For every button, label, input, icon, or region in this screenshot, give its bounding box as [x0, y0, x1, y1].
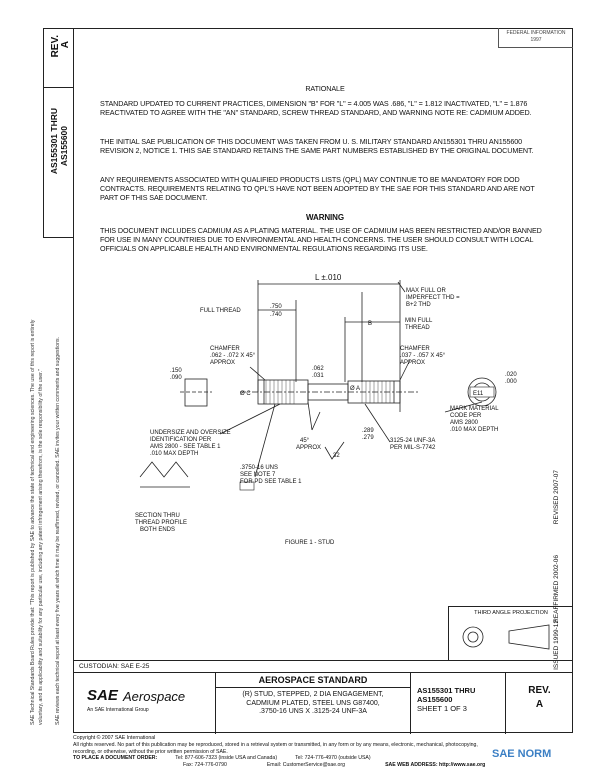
footer-fax: Fax: 724-776-0790 [183, 762, 227, 769]
thread-r-1: 3125-24 UNF-3A [390, 438, 435, 444]
title-rev-label: REV. [528, 685, 551, 696]
approx: APPROX [296, 445, 321, 451]
logo-tag: An SAE International Group [87, 707, 149, 713]
mark-3: AMS 2800 [450, 420, 479, 426]
title-num-1: AS155301 THRU [417, 686, 476, 695]
logo-sub: Aerospace [123, 689, 186, 704]
doc-number-line1: AS155301 THRU [49, 108, 59, 175]
angle: 45° [300, 438, 310, 444]
b-dim: B [368, 321, 372, 327]
title-desc-1: (R) STUD, STEPPED, 2 DIA ENGAGEMENT, [242, 691, 384, 698]
thread-r-2: PER MIL-S-7742 [390, 445, 436, 451]
footer-web: SAE WEB ADDRESS: http://www.sae.org [385, 762, 486, 769]
d000: .000 [505, 379, 517, 385]
min-full-2: THREAD [405, 325, 430, 331]
section-3: BOTH ENDS [140, 527, 175, 533]
side-note-1: SAE Technical Standards Board Rules prov… [30, 319, 36, 725]
footer-tel1: Tel: 877-606-7323 (inside USA and Canada… [175, 755, 278, 762]
rev-value-left: A [60, 41, 71, 49]
max-full-3: B+2 THD [406, 302, 431, 308]
dia-c: Ø C [240, 391, 251, 397]
undersize-2: IDENTIFICATION PER [150, 437, 212, 443]
d062: .062 [312, 366, 324, 372]
chamfer-l-2: .062 - .072 X 45° [210, 353, 256, 359]
d740: .740 [270, 312, 282, 318]
min-full-1: MIN FULL [405, 318, 433, 324]
d750: .750 [270, 304, 282, 310]
d279: .279 [362, 435, 374, 441]
dia-a: Ø A [350, 386, 360, 392]
title-desc-3: .3750-16 UNS X .3125-24 UNF-3A [259, 708, 367, 715]
max-full-1: MAX FULL OR [406, 288, 446, 294]
title-block: CUSTODIAN: SAE E-25 SAE Aerospace An SAE… [73, 660, 573, 734]
chamfer-r-2: .037 - .057 X 45° [400, 353, 446, 359]
mark-2: CODE PER [450, 413, 482, 419]
side-note-3: SAE reviews each technical report at lea… [55, 337, 61, 725]
watermark: SAE NORM [492, 748, 552, 760]
rev-cell: REV. A [505, 673, 573, 734]
title-desc-2: CADMIUM PLATED, STEEL UNS G87400, [246, 699, 380, 707]
footer: Copyright © 2007 SAE International All r… [73, 735, 573, 769]
stud-drawing: L ±.010 FULL THREAD .750 .740 MAX FULL O… [135, 273, 517, 546]
logo-cell: SAE Aerospace An SAE International Group [73, 673, 215, 734]
thread-l-2: SEE NOTE 7 [240, 472, 276, 478]
rationale-p2: THE INITIAL SAE PUBLICATION OF THIS DOCU… [100, 137, 534, 155]
title-sheet: SHEET 1 OF 3 [417, 704, 467, 713]
projection-label: THIRD ANGLE PROJECTION [474, 610, 548, 616]
title-heading: AEROSPACE STANDARD [216, 673, 410, 688]
full-thread: FULL THREAD [200, 308, 241, 314]
d031: .031 [312, 373, 324, 379]
max-full-2: IMPERFECT THD = [406, 295, 460, 301]
chamfer-r-1: CHAMFER [400, 346, 430, 352]
title-cell: AEROSPACE STANDARD (R) STUD, STEPPED, 2 … [215, 673, 410, 734]
thread-l-3: FOR PD SEE TABLE 1 [240, 479, 302, 485]
rationale-heading: RATIONALE [305, 84, 345, 93]
doc-number-line2: AS155600 [59, 126, 69, 167]
drawing-frame [73, 28, 573, 733]
footer-email: Email: CustomerService@sae.org [266, 762, 346, 769]
custodian: CUSTODIAN: SAE E-25 [73, 661, 573, 673]
chamfer-l-3: APPROX [210, 360, 235, 366]
undersize-1: UNDERSIZE AND OVERSIZE [150, 430, 231, 436]
stamp-line1: FEDERAL INFORMATION [506, 30, 566, 36]
federal-stamp: FEDERAL INFORMATION 1997 [498, 28, 573, 48]
footer-rights: All rights reserved. No part of this pub… [73, 741, 478, 748]
doc-number-left: AS155301 THRU AS155600 [43, 88, 73, 238]
mark-1: MARK MATERIAL [450, 406, 499, 412]
d289: .289 [362, 428, 374, 434]
warning-text: THIS DOCUMENT INCLUDES CADMIUM AS A PLAT… [100, 226, 542, 253]
section-2: THREAD PROFILE [135, 520, 187, 526]
undersize-3: AMS 2800 - SEE TABLE 1 [150, 444, 221, 450]
chamfer-l-1: CHAMFER [210, 346, 240, 352]
rationale-p1: STANDARD UPDATED TO CURRENT PRACTICES, D… [100, 99, 532, 117]
title-num-2: AS155600 [417, 695, 453, 704]
logo-main: SAE [87, 687, 118, 704]
warning-heading: WARNING [306, 213, 344, 222]
d150: .150 [170, 368, 182, 374]
d020: .020 [505, 372, 517, 378]
footer-rights2: recording, or otherwise, without the pri… [73, 748, 228, 755]
mark-4: .010 MAX DEPTH [450, 427, 498, 433]
revised-date: REVISED 2007-07 [553, 470, 560, 525]
roughness: 32 [333, 453, 340, 459]
side-note-2: voluntary, and its applicability and sui… [38, 369, 44, 725]
footer-tel2: Tel: 724-776-4970 (outside USA) [295, 755, 371, 762]
rev-box-left: REV. A [43, 28, 73, 88]
l-dim: L ±.010 [315, 273, 342, 282]
number-cell: AS155301 THRU AS155600 SHEET 1 OF 3 [410, 673, 505, 734]
thread-l-1: .3750-16 UNS [240, 465, 278, 471]
figure-caption: FIGURE 1 - STUD [285, 540, 335, 546]
d090: .090 [170, 375, 182, 381]
section-1: SECTION THRU [135, 513, 180, 519]
projection-symbol [462, 624, 550, 650]
footer-order: TO PLACE A DOCUMENT ORDER: [73, 755, 158, 762]
e11: E11 [473, 391, 484, 397]
title-rev-value: A [535, 699, 544, 710]
chamfer-r-3: APPROX [400, 360, 425, 366]
rationale-p3: ANY REQUIREMENTS ASSOCIATED WITH QUALIFI… [100, 175, 535, 202]
stamp-line2: 1997 [530, 37, 542, 43]
undersize-4: .010 MAX DEPTH [150, 451, 198, 457]
projection-box: THIRD ANGLE PROJECTION [448, 606, 573, 660]
footer-copyright: Copyright © 2007 SAE International [73, 735, 156, 741]
